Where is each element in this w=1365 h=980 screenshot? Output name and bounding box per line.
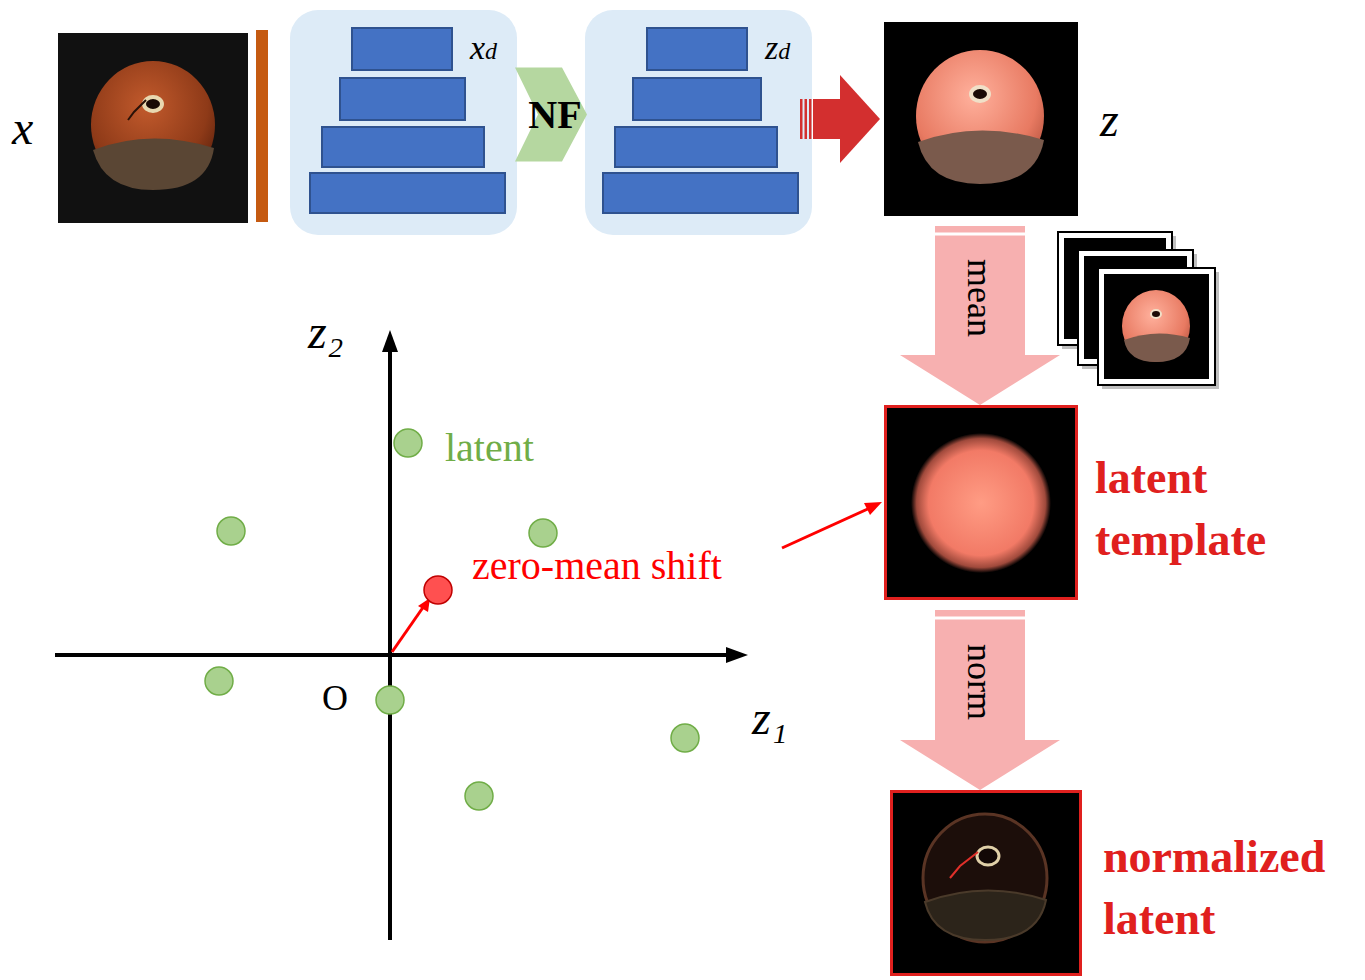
image-ground: [58, 33, 248, 223]
variable-label: zd: [765, 28, 992, 71]
flow-arrow: [900, 226, 1060, 405]
label-holder: O: [322, 680, 348, 716]
hazelnut-hole: [971, 87, 989, 101]
axis-arrowhead: [726, 647, 748, 663]
edge-label: norm: [962, 644, 998, 720]
pyramid-level: [633, 78, 761, 120]
pyramid-level: [647, 28, 747, 70]
image-ground: [1104, 274, 1209, 379]
image-ground: [884, 405, 1078, 600]
axis-label: z₂: [308, 308, 343, 356]
image-ground: [890, 790, 1082, 976]
leader-line: [782, 508, 870, 548]
latent-point: [394, 429, 422, 457]
pyramid-level: [352, 28, 452, 70]
flow-arrow: [515, 68, 587, 162]
shift-label: zero-mean shift: [472, 546, 722, 586]
pyramid-level: [310, 173, 505, 213]
axis: [55, 653, 728, 657]
variable-label: z: [1100, 96, 1294, 144]
variable-label: xd: [470, 28, 697, 71]
input-image: x: [58, 33, 248, 223]
hazelnut-cap: [1124, 333, 1190, 362]
flow-arrow: [900, 610, 1060, 790]
point-label: latent: [445, 428, 534, 468]
chevron-arrow: [515, 68, 587, 162]
arrow-shaft: [813, 99, 840, 139]
pyramid-level: [322, 127, 484, 167]
pyramid-level: [603, 173, 798, 213]
variable-label: x: [12, 104, 202, 152]
axis-arrowhead: [382, 330, 398, 352]
hazelnut-hole: [1151, 310, 1161, 318]
hazelnut-hole: [144, 97, 162, 111]
hazelnut-cap: [93, 138, 214, 190]
blurred-template: [911, 433, 1051, 573]
hazelnut-outline: [923, 814, 1047, 942]
latent-image: z: [884, 22, 1078, 216]
latent-point: [376, 686, 404, 714]
hazelnut: [1122, 290, 1190, 362]
latent-point: [529, 519, 557, 547]
block-arrow: [900, 226, 1060, 405]
template-image: [884, 405, 1078, 600]
hazelnut-cap: [925, 890, 1046, 940]
arrow-stripe: [800, 99, 803, 139]
latent-plot: [55, 330, 882, 940]
edge-label: mean: [962, 259, 998, 337]
arrowhead: [840, 75, 880, 163]
latent-point: [217, 517, 245, 545]
axis: [388, 350, 392, 940]
label-holder: latent: [445, 428, 534, 468]
arrow-stripe: [809, 99, 812, 139]
label-holder: zero-mean shift: [472, 546, 722, 586]
block-arrow: [900, 610, 1060, 790]
feature-box: xd: [290, 10, 517, 235]
normalized-image: [890, 790, 1082, 976]
pyramid-level: [340, 78, 465, 120]
hazelnut-cap: [918, 130, 1044, 184]
latent-point: [205, 667, 233, 695]
arrow-band: [935, 233, 1025, 236]
separator-bar: [256, 30, 268, 222]
stack-image: [1098, 268, 1215, 385]
arrow-band: [935, 617, 1025, 620]
hazelnut-crack: [128, 100, 146, 120]
normalized-box: normalized latent: [890, 790, 1082, 976]
arrow-stripe: [805, 99, 808, 139]
origin-label: O: [322, 680, 348, 716]
leader-arrowhead: [864, 502, 882, 515]
template-box: latent template: [884, 405, 1078, 600]
box-heading: normalized latent: [1103, 826, 1353, 950]
feature-box: zd: [585, 10, 812, 235]
pyramid-level: [615, 127, 777, 167]
box-heading: latent template: [1095, 447, 1345, 571]
image-shadow: [1102, 272, 1219, 389]
latent-point: [671, 724, 699, 752]
flow-arrow: [800, 75, 880, 163]
shift-arrow: [392, 606, 424, 652]
label-holder: z₂: [308, 308, 343, 356]
mean-point: [424, 576, 452, 604]
latent-stack: [1058, 232, 1219, 389]
image-ground: [884, 22, 1078, 216]
label-holder: z₁: [752, 694, 787, 742]
hazelnut-hole: [977, 847, 999, 865]
edge-label: NF: [528, 95, 581, 135]
latent-point: [465, 782, 493, 810]
hazelnut-crack: [950, 852, 978, 878]
axis-label: z₁: [752, 694, 787, 742]
hazelnut: [91, 61, 215, 189]
latent-image: [884, 22, 1078, 216]
input-image: [58, 33, 248, 223]
